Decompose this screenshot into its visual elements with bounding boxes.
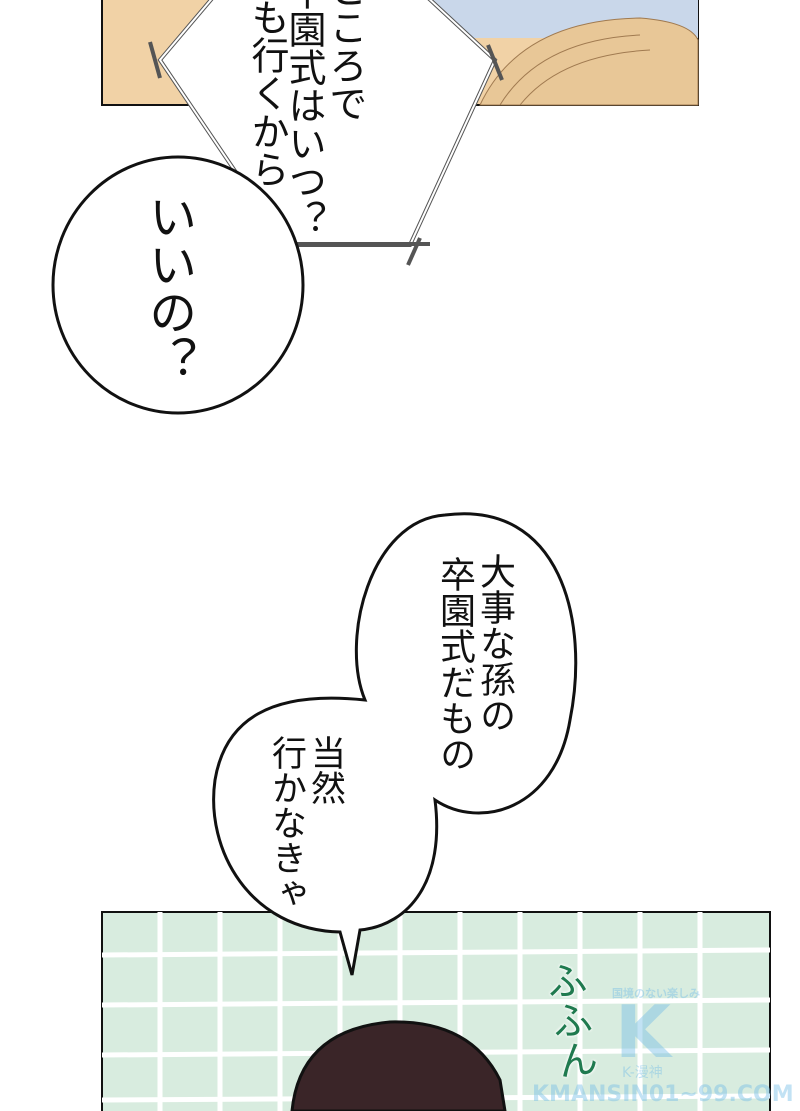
hex-bubble-line-3: 私も行くから [245, 0, 289, 188]
hex-bubble-line-2: 卒園式はいつ？ [282, 0, 326, 238]
double-bubble-upper-line-1: 大事な孫の [474, 553, 515, 733]
watermark-logo: K [615, 990, 671, 1074]
double-bubble-upper-line-2: 卒園式だもの [434, 556, 475, 772]
double-bubble-lower-line-1: 当然 [305, 735, 345, 805]
oval-speech-bubble [51, 155, 305, 415]
double-speech-bubble [212, 512, 578, 976]
double-bubble-lower-line-2: 行かなきゃ [266, 735, 306, 910]
oval-bubble-text: いいの？ [140, 192, 196, 384]
watermark-site: KMANSIN01~99.COM [532, 1082, 794, 1107]
character-hair [290, 1020, 507, 1111]
bottom-panel [101, 911, 771, 1111]
watermark-tagline: 国境のない楽しみ [612, 987, 700, 1000]
watermark-name: K-漫神 [622, 1065, 663, 1081]
hex-bubble-line-1: ところで [323, 0, 367, 122]
